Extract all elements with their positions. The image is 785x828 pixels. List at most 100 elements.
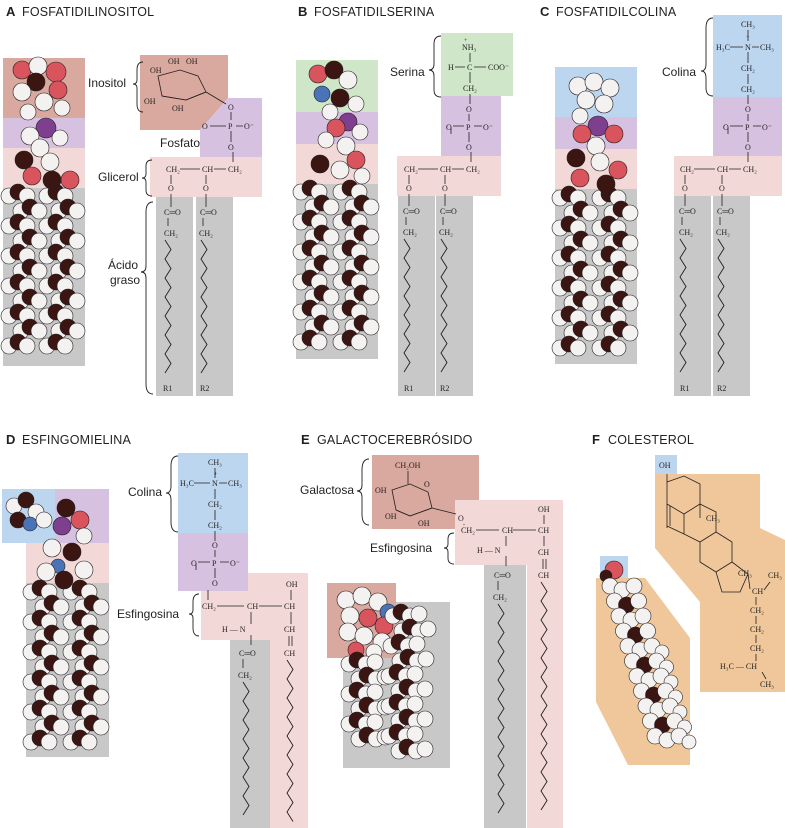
atom <box>19 103 37 121</box>
ring-b-double-bond <box>666 504 671 528</box>
atom <box>308 64 328 84</box>
esfingosina-chain <box>286 659 294 822</box>
panel-c-letter: C <box>540 4 550 19</box>
atom <box>17 491 35 509</box>
atom <box>596 174 616 194</box>
colina-n-plus: + <box>214 472 218 478</box>
phosphate-o-left: O <box>446 123 452 132</box>
amide-ch2: CH₂ <box>493 593 507 602</box>
atom <box>406 665 424 683</box>
phosphate-o-bottom: O <box>228 143 234 152</box>
fa1-carbonyl: C═O <box>403 207 420 216</box>
glicerol-ch: CH <box>717 165 728 174</box>
atom <box>417 650 435 668</box>
atom <box>630 592 647 610</box>
atom <box>42 170 62 190</box>
ester-o-1: O <box>168 184 174 193</box>
galactosa-ch2oh: CH₂OH <box>395 461 421 470</box>
atom <box>358 608 378 628</box>
atom <box>581 264 599 282</box>
glycosidic-o: O <box>458 514 464 523</box>
colina-bonds <box>730 30 759 104</box>
brace-serina <box>428 35 442 98</box>
esfingosina-double-bond <box>288 636 293 646</box>
atom <box>45 61 67 83</box>
panel-c-fosfatidilcolina: C FOSFATIDILCOLINA CH₃ H₃C + N CH₃ CH₂ C… <box>540 4 782 396</box>
fa1-ch2: CH₂ <box>679 228 693 237</box>
galactosa-oh-1: OH <box>375 486 387 495</box>
glicerol-formula-box <box>674 156 782 196</box>
fatty-acid-box <box>230 640 270 828</box>
panel-b-atoms <box>292 60 380 351</box>
fatty-acid-chain <box>497 603 505 814</box>
atom <box>62 542 82 562</box>
atom <box>30 292 48 310</box>
phosphate-o-left: O <box>191 559 197 568</box>
label-colina: Colina <box>662 65 696 79</box>
phosphate-p: P <box>228 122 233 131</box>
glicerol-ch2-2: CH₂ <box>228 165 242 174</box>
atom <box>621 264 639 282</box>
atom <box>317 131 335 149</box>
atom <box>338 622 358 642</box>
atom <box>362 198 380 216</box>
atom <box>581 294 599 312</box>
atom <box>322 198 340 216</box>
inositol-oh-2: OH <box>168 57 180 66</box>
esfingosina-bonds-2 <box>505 536 545 546</box>
glicerol-bonds <box>694 152 749 170</box>
colina-ch2-2: CH₂ <box>741 85 755 94</box>
inositol-ring-front <box>161 91 207 101</box>
panel-f-atoms <box>599 560 697 750</box>
atom <box>330 160 350 180</box>
atom <box>362 318 380 336</box>
inositol-oh-1: OH <box>150 66 162 75</box>
panel-f-letter: F <box>592 432 600 447</box>
side-chain-bonds-2 <box>755 597 767 680</box>
ring-b <box>683 503 717 543</box>
atom <box>56 337 74 355</box>
atom <box>621 294 639 312</box>
atom <box>639 622 656 640</box>
atom <box>53 99 71 117</box>
ester-o-bonds <box>408 175 446 184</box>
fa2-r2: R2 <box>440 384 449 393</box>
panel-d-esfingomielina: D ESFINGOMIELINA CH₃ H₃C + N CH₃ CH₂ CH₂… <box>2 432 308 828</box>
atom <box>42 538 62 558</box>
atom <box>310 154 330 174</box>
phosphate-o-top: O <box>466 105 472 114</box>
atom <box>51 129 69 147</box>
atom <box>54 570 74 590</box>
glicerol-ch2-1: CH₂ <box>404 165 418 174</box>
atom <box>353 167 371 185</box>
glicerol-formula-box <box>397 156 501 196</box>
chol-oh: OH <box>659 461 671 470</box>
atom <box>351 123 369 141</box>
phosphate-o-left: O <box>723 123 729 132</box>
label-esfingosina: Esfingosina <box>370 541 432 555</box>
atom <box>48 80 68 100</box>
fa1-ch2: CH₂ <box>164 229 178 238</box>
colina-ch3-top: CH₃ <box>208 458 222 467</box>
glicerol-ch2-2: CH₂ <box>743 165 757 174</box>
colina-ch3-top: CH₃ <box>741 20 755 29</box>
glicerol-ch: CH <box>440 165 451 174</box>
esfingosina-formula-box <box>455 500 563 828</box>
colina-formula-box <box>178 453 248 533</box>
atom <box>406 725 424 743</box>
glicerol-ch2-1: CH₂ <box>680 165 694 174</box>
inositol-oh-4: OH <box>144 97 156 106</box>
label-graso: graso <box>110 273 140 287</box>
atom <box>60 170 80 190</box>
fa-carbonyl-bonds <box>681 194 723 225</box>
esfingosina-ch-4: CH <box>284 649 295 658</box>
atom <box>30 262 48 280</box>
atom <box>608 160 628 180</box>
ester-o-bonds <box>170 175 207 184</box>
atom <box>74 560 94 580</box>
panel-b-fosfatidilserina: B FOSFATIDILSERINA + NH₃ H C COO⁻ CH₂ O … <box>292 4 513 396</box>
esfingosina-ch-4: CH <box>538 571 549 580</box>
fa1-ch2: CH₂ <box>403 228 417 237</box>
colina-n: N <box>212 479 218 488</box>
fa1-r1: R1 <box>404 384 413 393</box>
